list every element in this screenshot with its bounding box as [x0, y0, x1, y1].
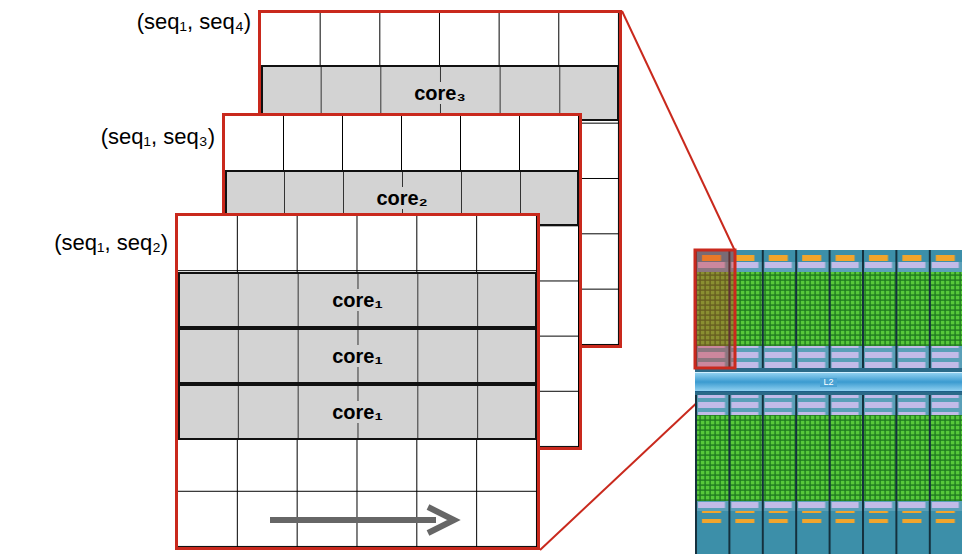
zoom-line: [622, 11, 735, 251]
core-label: core₃: [408, 82, 472, 104]
matrix-grid: (seq₁, seq₂)core₁core₁core₁: [175, 213, 540, 550]
core-row-band: core₁: [178, 328, 537, 384]
sequence-pair-label: (seq₁, seq₃): [101, 124, 215, 150]
sm-dividers: [695, 395, 962, 554]
core-label: core₁: [326, 401, 389, 423]
core-label: core₂: [370, 187, 433, 209]
arrow-head: [428, 507, 454, 533]
core-label: core₁: [326, 345, 389, 367]
core-row-band: core₁: [178, 272, 537, 328]
core-label: core₁: [326, 289, 389, 311]
cache-label: L2: [820, 378, 836, 387]
die-ground: [695, 250, 962, 554]
l2-cache-band: L2: [695, 372, 962, 392]
gpu-die: [695, 250, 962, 554]
sequence-pair-label: (seq₁, seq₂): [54, 230, 168, 256]
sequence-pair-label: (seq₁, seq₄): [137, 9, 251, 35]
highlight-box: [695, 250, 735, 368]
core-row-band: core₁: [178, 384, 537, 440]
arrow-shaft: [270, 517, 436, 523]
sm-dividers: [695, 250, 962, 368]
